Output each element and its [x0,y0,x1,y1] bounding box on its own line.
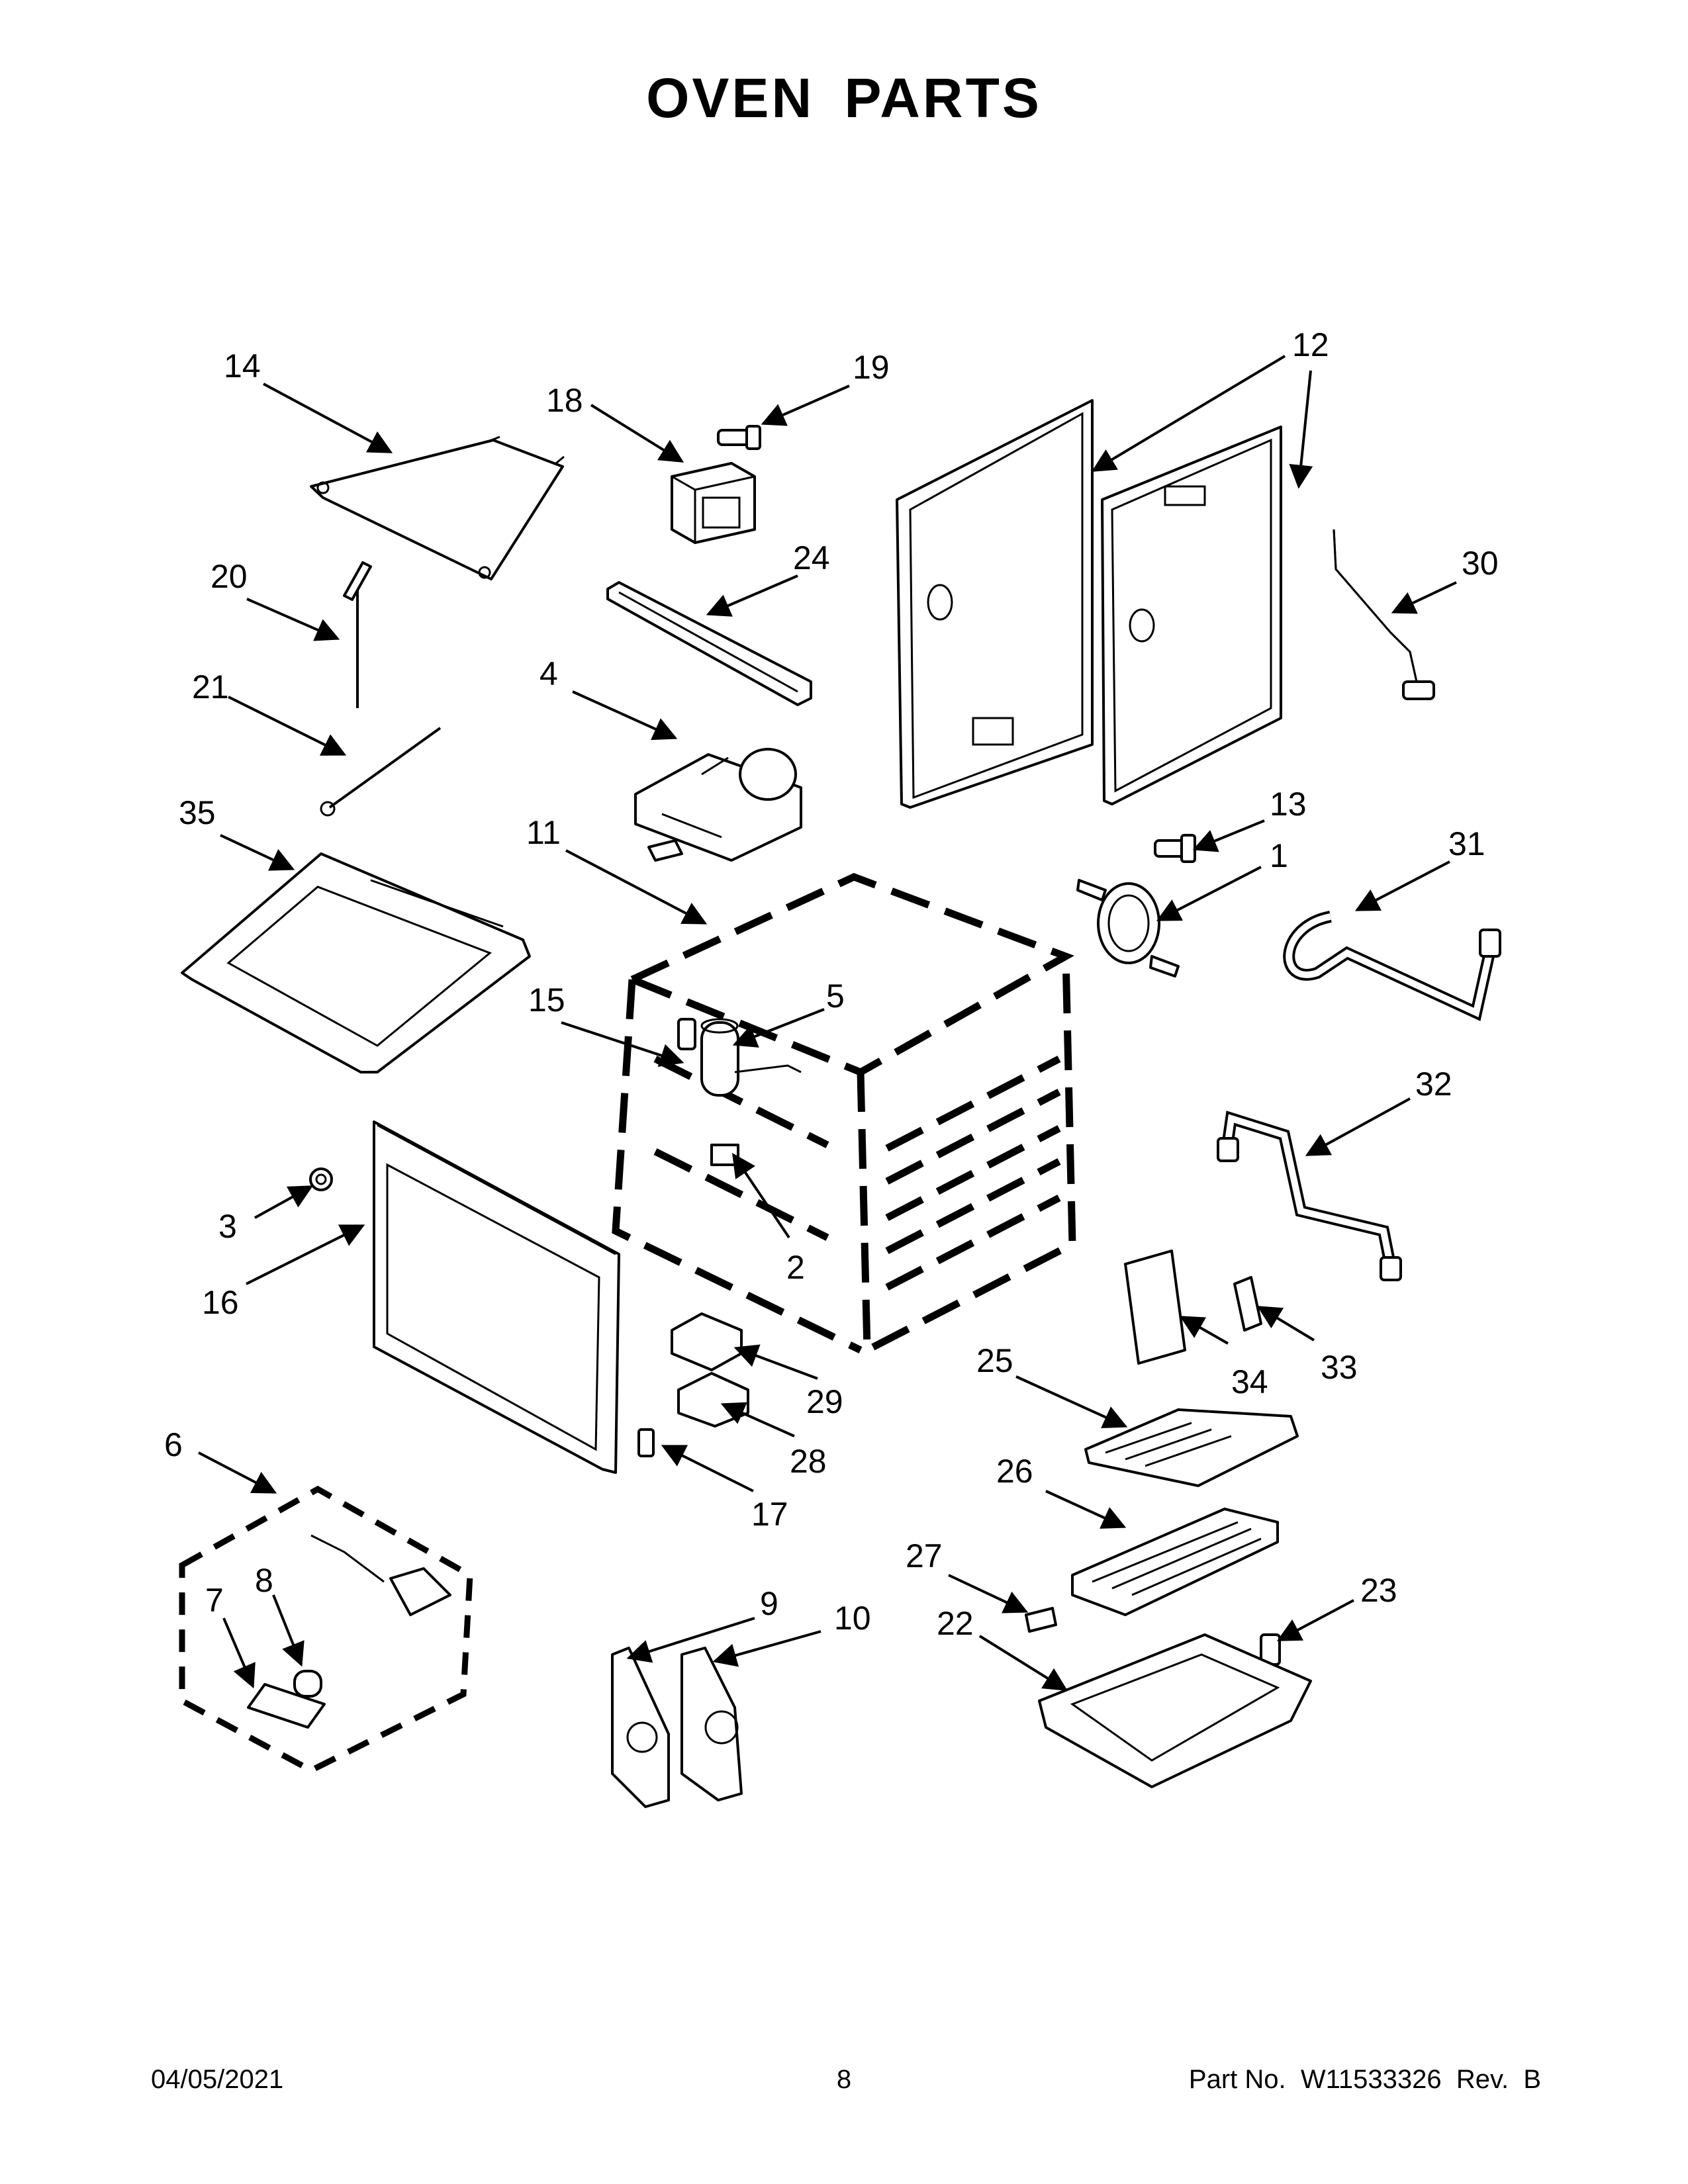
callout-labels: 14 18 19 12 30 24 20 4 21 35 11 13 1 31 … [164,326,1499,1642]
part-16-front-frame [373,1120,620,1474]
part-6-light-kit [179,1485,473,1774]
footer-date: 04/05/2021 [151,2065,284,2094]
callout-5: 5 [826,978,845,1015]
callout-24: 24 [793,539,830,576]
callout-17: 17 [751,1496,788,1533]
footer-part-number: Part No. W11533326 Rev. B [1188,2065,1541,2094]
callout-12: 12 [1292,326,1329,363]
part-27-clip [1025,1607,1057,1633]
leader-lines [198,355,1457,1691]
callout-20: 20 [211,558,248,595]
callout-7: 7 [205,1582,224,1619]
callout-30: 30 [1462,545,1499,582]
part-11-oven-cavity [612,873,1076,1356]
callout-13: 13 [1270,786,1307,823]
part-25-burner [1084,1408,1299,1487]
part-31-gas-pipe [1283,911,1501,1021]
part-34-plate [1124,1250,1186,1365]
part-32-gas-pipe [1217,1111,1402,1281]
callout-33: 33 [1321,1349,1358,1386]
part-33-bracket [1233,1276,1262,1332]
part-9-hinge [611,1647,670,1808]
callout-21: 21 [192,668,229,705]
part-13-screw [1154,834,1196,863]
callout-18: 18 [546,382,583,419]
callout-8: 8 [255,1562,273,1599]
part-4-latch-assembly [634,748,802,862]
part-12-back-panel-a [896,399,1094,809]
callout-23: 23 [1360,1572,1397,1609]
callout-19: 19 [853,349,890,386]
callout-29: 29 [806,1383,843,1420]
part-18-bracket [671,462,756,544]
callout-25: 25 [976,1342,1013,1379]
callout-22: 22 [937,1605,974,1642]
part-22-broil-pan [1038,1633,1312,1788]
part-24-bar [606,581,812,706]
callout-16: 16 [202,1284,239,1321]
part-10-hinge [680,1647,743,1801]
callout-31: 31 [1448,825,1485,862]
callout-11: 11 [526,814,561,851]
part-14-plate [310,435,565,580]
callout-3: 3 [218,1208,237,1245]
callout-4: 4 [539,655,558,692]
part-15-screw [677,1018,696,1050]
part-12-back-panel-b [1101,426,1282,805]
part-19-igniter-screw [717,425,761,450]
callout-32: 32 [1415,1066,1452,1103]
footer-page-number: 8 [836,2065,852,2094]
callout-10: 10 [834,1600,871,1637]
callout-28: 28 [790,1443,827,1480]
part-3-fastener [309,1167,333,1191]
callout-2: 2 [786,1249,805,1286]
part-29-bracket [671,1312,743,1371]
part-30-gas-tube [1333,529,1435,700]
callout-27: 27 [906,1537,943,1574]
callout-1: 1 [1270,837,1288,874]
callout-34: 34 [1231,1363,1268,1400]
part-21-probe [320,727,442,817]
callout-9: 9 [760,1585,778,1622]
page-title: OVEN PARTS [646,67,1042,129]
part-20-sensor [343,561,372,708]
part-28-block [677,1372,749,1428]
callout-35: 35 [179,794,216,831]
callout-6: 6 [164,1426,183,1463]
callout-15: 15 [528,981,565,1019]
callout-26: 26 [996,1453,1033,1490]
part-1-thermal-switch [1076,879,1180,978]
callout-14: 14 [224,347,261,385]
part-17-screw [637,1428,655,1457]
part-5-igniter [700,1018,802,1097]
part-26-burner [1071,1508,1279,1616]
part-35-rack [181,852,531,1073]
part-8-bulb [293,1670,322,1698]
part-7-lens [247,1683,326,1729]
